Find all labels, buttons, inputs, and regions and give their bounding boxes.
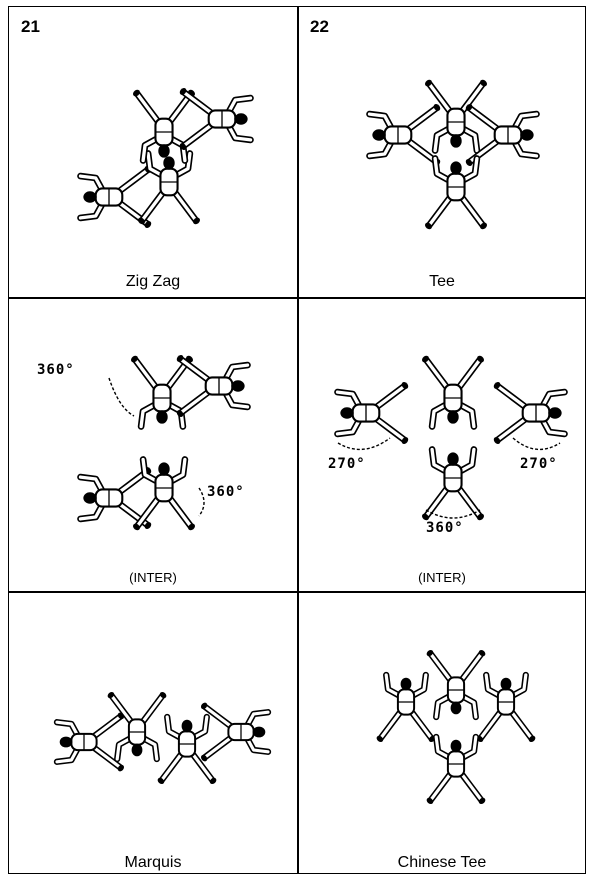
skydiver-icon xyxy=(376,671,436,743)
skydiver-icon xyxy=(334,382,409,444)
skydiver-icon xyxy=(77,166,152,228)
caption-inter-right: (INTER) xyxy=(418,570,466,585)
figure-number-22: 22 xyxy=(310,17,329,36)
skydiver-icon xyxy=(493,382,568,444)
row-divider-2 xyxy=(9,591,585,593)
zigzag-formation-drawing xyxy=(77,88,254,228)
inter-left-drawing xyxy=(77,355,251,531)
skydiver-icon xyxy=(133,456,195,531)
skydiver-icon xyxy=(366,104,441,166)
skydiver-icon xyxy=(157,713,217,785)
skydiver-icon xyxy=(426,733,486,805)
skydiver-icon xyxy=(107,691,167,763)
caption-zig-zag: Zig Zag xyxy=(125,273,181,290)
skydiver-icon xyxy=(465,104,540,166)
rotation-label: 360° xyxy=(37,362,75,378)
tee-formation-drawing xyxy=(366,79,540,230)
skydiver-icon xyxy=(138,150,200,225)
skydiver-icon xyxy=(176,355,251,417)
marquis-formation-drawing xyxy=(53,691,272,785)
skydiver-icon xyxy=(179,88,254,150)
rotation-label: 270° xyxy=(520,456,558,472)
row-divider-1 xyxy=(9,297,585,299)
cell-inter-right: 270° 270° 360° (INTER) xyxy=(298,298,586,591)
cell-21: 21 Zig Zag xyxy=(9,7,297,297)
rotation-label: 360° xyxy=(426,520,464,536)
chinese-tee-formation-drawing xyxy=(376,649,536,805)
skydiver-icon xyxy=(425,155,487,230)
caption-tee: Tee xyxy=(429,273,455,290)
skydiver-icon xyxy=(422,355,484,430)
skydiver-icon xyxy=(77,467,152,529)
caption-chinese-tee: Chinese Tee xyxy=(397,854,487,871)
rotation-label: 270° xyxy=(328,456,366,472)
rotation-label: 360° xyxy=(207,484,245,500)
skydiver-icon xyxy=(53,712,125,772)
cell-22: 22 Tee xyxy=(298,7,586,297)
cell-chinese-tee: Chinese Tee xyxy=(298,592,586,875)
caption-inter-left: (INTER) xyxy=(129,570,177,585)
inter-right-drawing xyxy=(334,355,568,521)
skydiver-icon xyxy=(476,671,536,743)
figure-number-21: 21 xyxy=(21,17,40,36)
skydiver-icon xyxy=(422,446,484,521)
cell-inter-left: 360° 360° (INTER) xyxy=(9,298,297,591)
skydiver-icon xyxy=(426,649,486,721)
skydiver-icon xyxy=(200,702,272,762)
formation-sheet: 21 Zig Zag 22 Tee 360° 360° (INTER) 270°… xyxy=(8,6,586,874)
cell-marquis: Marquis xyxy=(9,592,297,875)
caption-marquis: Marquis xyxy=(124,854,182,871)
skydiver-icon xyxy=(133,89,195,164)
skydiver-icon xyxy=(425,79,487,154)
column-divider xyxy=(297,7,299,873)
